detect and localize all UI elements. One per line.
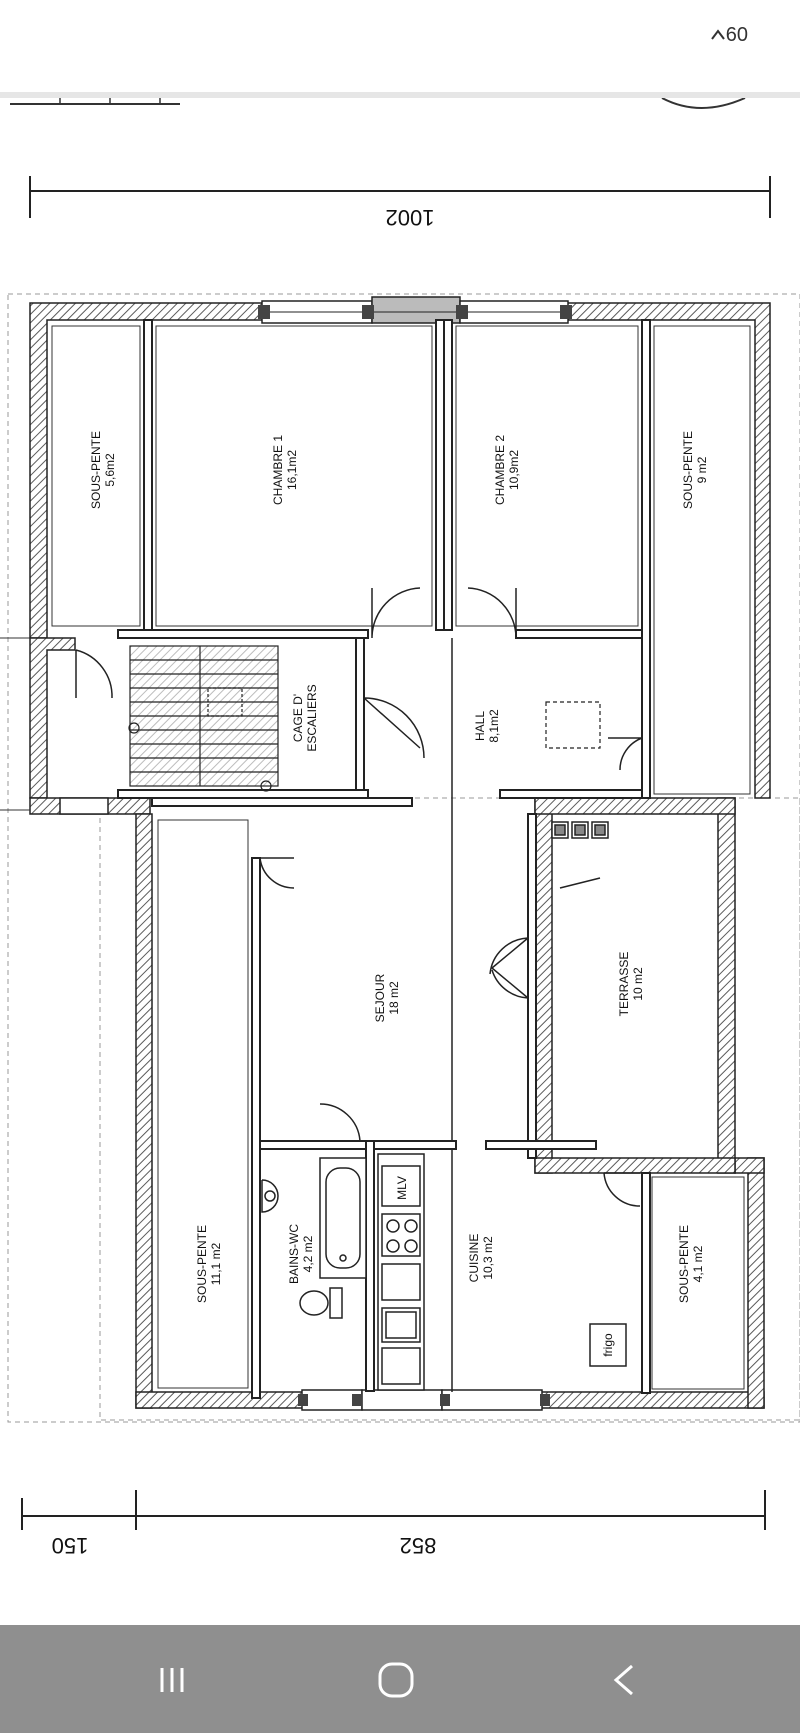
room-name: CAGE D' bbox=[291, 694, 305, 742]
top-remnants bbox=[10, 98, 746, 109]
room-name: SOUS-PENTE bbox=[195, 1225, 209, 1303]
room-labels: SOUS-PENTE 5,6m2 CHAMBRE 1 16,1m2 CHAMBR… bbox=[89, 431, 709, 1303]
room-area: 10,3 m2 bbox=[481, 1236, 495, 1280]
room-area: 11,1 m2 bbox=[209, 1242, 223, 1285]
dimension-top: 1002 bbox=[29, 176, 771, 230]
doors bbox=[75, 587, 643, 1207]
stair-window bbox=[59, 797, 109, 815]
hall-trapdoor bbox=[545, 701, 601, 749]
bathtub bbox=[319, 1157, 367, 1279]
room-bains-wc: BAINS-WC 4,2 m2 bbox=[287, 1224, 315, 1284]
status-bar: 60 bbox=[0, 0, 800, 72]
room-name: BAINS-WC bbox=[287, 1224, 301, 1284]
frigo-label: frigo bbox=[601, 1333, 615, 1357]
room-chambre-2: CHAMBRE 2 10,9m2 bbox=[493, 435, 521, 505]
room-area: 4,2 m2 bbox=[301, 1235, 315, 1272]
top-windows bbox=[258, 296, 572, 324]
room-name: CHAMBRE 1 bbox=[271, 435, 285, 505]
room-name: SEJOUR bbox=[373, 973, 387, 1022]
frigo-box bbox=[589, 1323, 627, 1367]
room-chambre-1: CHAMBRE 1 16,1m2 bbox=[271, 435, 299, 505]
lower-outline-dashed bbox=[99, 797, 800, 1421]
bottom-windows bbox=[298, 1389, 550, 1411]
status-signal-text: 60 bbox=[725, 24, 748, 46]
dimension-bottom-left-label: 150 bbox=[52, 1533, 89, 1558]
kitchen-counter bbox=[377, 1153, 425, 1391]
back-icon bbox=[613, 1664, 633, 1696]
room-name: SOUS-PENTE bbox=[677, 1225, 691, 1303]
room-area: ESCALIERS bbox=[305, 684, 319, 751]
floor-plan: 1002 bbox=[0, 98, 800, 1558]
room-name: TERRASSE bbox=[617, 952, 631, 1017]
toilet bbox=[299, 1287, 343, 1319]
data-arrows-icon bbox=[710, 29, 725, 40]
room-area: 18 m2 bbox=[387, 981, 401, 1015]
room-area: 10 m2 bbox=[631, 967, 645, 1001]
status-divider bbox=[0, 92, 800, 98]
navigation-bar bbox=[0, 1625, 800, 1733]
mlv-label: MLV bbox=[395, 1176, 409, 1200]
room-area: 16,1m2 bbox=[285, 450, 299, 490]
room-area: 10,9m2 bbox=[507, 450, 521, 490]
room-name: HALL bbox=[473, 711, 487, 741]
room-area: 4,1 m2 bbox=[691, 1245, 705, 1282]
staircase bbox=[128, 645, 279, 792]
recent-apps-icon bbox=[160, 1668, 184, 1692]
dimension-bottom bbox=[21, 1490, 766, 1530]
room-area: 8,1m2 bbox=[487, 709, 501, 743]
room-sous-pente-d: SOUS-PENTE 4,1 m2 bbox=[677, 1225, 705, 1303]
room-area: 5,6m2 bbox=[103, 453, 117, 487]
room-sous-pente-a: SOUS-PENTE 5,6m2 bbox=[89, 431, 117, 509]
outline-dashed bbox=[7, 293, 800, 1423]
status-signal: 60 bbox=[710, 24, 748, 47]
room-name: SOUS-PENTE bbox=[89, 431, 103, 509]
home-icon bbox=[378, 1662, 414, 1698]
floor-plan-viewer[interactable]: 1002 bbox=[0, 98, 800, 1625]
washbasin bbox=[261, 1179, 279, 1213]
room-cage-escaliers: CAGE D' ESCALIERS bbox=[291, 684, 319, 751]
dimension-bottom-right-label: 852 bbox=[400, 1533, 437, 1558]
room-hall: HALL 8,1m2 bbox=[473, 709, 501, 743]
room-terrasse: TERRASSE 10 m2 bbox=[617, 952, 645, 1017]
room-cuisine: CUISINE 10,3 m2 bbox=[467, 1234, 495, 1283]
back-button[interactable] bbox=[594, 1655, 654, 1705]
room-name: CUISINE bbox=[467, 1234, 481, 1283]
insulation-lines bbox=[51, 325, 751, 1390]
room-sous-pente-c: SOUS-PENTE 11,1 m2 bbox=[195, 1225, 223, 1303]
room-sous-pente-b: SOUS-PENTE 9 m2 bbox=[681, 431, 709, 509]
dimension-top-label: 1002 bbox=[386, 205, 435, 230]
terrasse-vents bbox=[551, 821, 609, 839]
room-name: CHAMBRE 2 bbox=[493, 435, 507, 505]
home-button[interactable] bbox=[366, 1655, 426, 1705]
recent-apps-button[interactable] bbox=[142, 1655, 202, 1705]
room-sejour: SEJOUR 18 m2 bbox=[373, 973, 401, 1022]
room-name: SOUS-PENTE bbox=[681, 431, 695, 509]
room-area: 9 m2 bbox=[695, 456, 709, 483]
